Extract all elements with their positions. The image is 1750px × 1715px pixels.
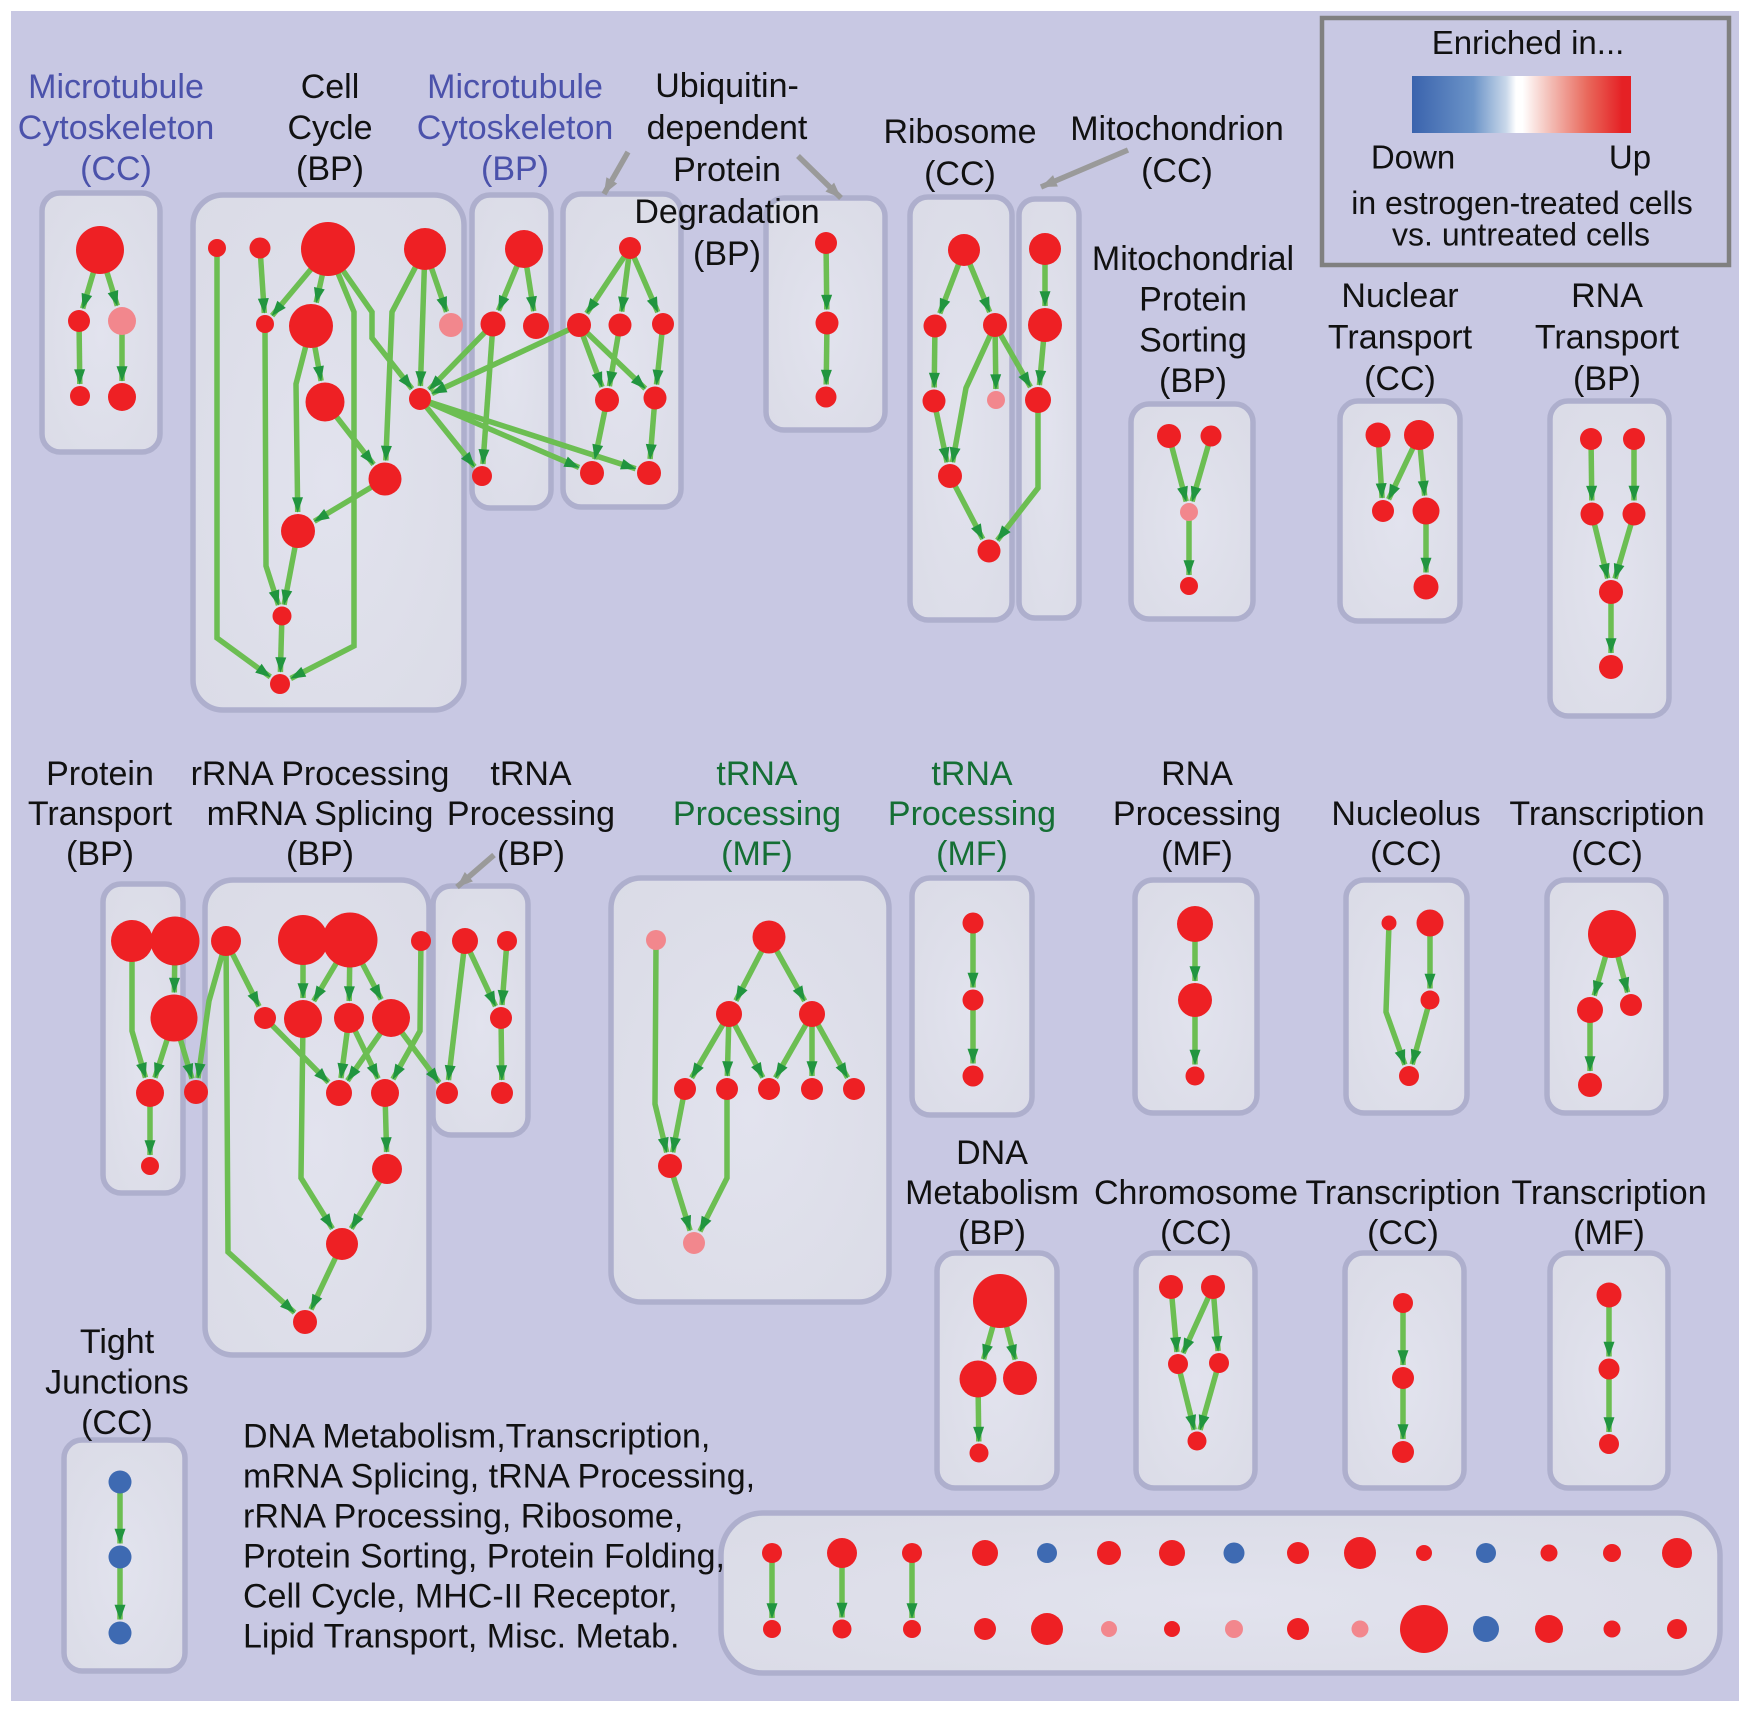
svg-text:Mitochondrial: Mitochondrial xyxy=(1092,240,1294,278)
svg-text:(CC): (CC) xyxy=(1571,835,1643,873)
svg-text:Protein: Protein xyxy=(673,151,781,189)
svg-text:(BP): (BP) xyxy=(481,150,549,188)
svg-text:Transcription: Transcription xyxy=(1509,795,1704,833)
svg-text:mRNA Splicing: mRNA Splicing xyxy=(207,795,434,833)
svg-text:vs. untreated cells: vs. untreated cells xyxy=(1392,217,1650,253)
svg-text:Cytoskeleton: Cytoskeleton xyxy=(417,109,614,147)
svg-text:RNA: RNA xyxy=(1571,277,1643,315)
svg-text:(CC): (CC) xyxy=(81,1404,153,1442)
svg-text:Microtubule: Microtubule xyxy=(427,68,603,106)
svg-text:(CC): (CC) xyxy=(1367,1214,1439,1252)
svg-text:Nuclear: Nuclear xyxy=(1341,277,1458,315)
svg-text:Transcription: Transcription xyxy=(1305,1174,1500,1212)
svg-text:Transport: Transport xyxy=(1328,319,1473,357)
svg-text:(MF): (MF) xyxy=(1161,835,1233,873)
svg-text:dependent: dependent xyxy=(647,109,808,147)
svg-text:Down: Down xyxy=(1371,139,1455,176)
svg-text:(CC): (CC) xyxy=(1160,1214,1232,1252)
svg-text:rRNA Processing: rRNA Processing xyxy=(191,755,450,793)
svg-text:(BP): (BP) xyxy=(1159,362,1227,400)
svg-text:mRNA Splicing, tRNA Processing: mRNA Splicing, tRNA Processing, xyxy=(243,1458,755,1496)
svg-text:Nucleolus: Nucleolus xyxy=(1331,795,1480,833)
svg-text:Metabolism: Metabolism xyxy=(905,1174,1079,1212)
svg-text:Protein Sorting, Protein Foldi: Protein Sorting, Protein Folding, xyxy=(243,1538,725,1576)
svg-text:Microtubule: Microtubule xyxy=(28,68,204,106)
svg-text:Ribosome: Ribosome xyxy=(883,113,1036,151)
svg-text:(BP): (BP) xyxy=(296,150,364,188)
svg-text:Processing: Processing xyxy=(1113,795,1281,833)
svg-text:rRNA Processing, Ribosome,: rRNA Processing, Ribosome, xyxy=(243,1498,683,1536)
svg-text:(BP): (BP) xyxy=(1573,360,1641,398)
svg-text:Lipid Transport, Misc. Metab.: Lipid Transport, Misc. Metab. xyxy=(243,1618,680,1656)
svg-text:Chromosome: Chromosome xyxy=(1094,1174,1298,1212)
svg-text:DNA Metabolism,Transcription,: DNA Metabolism,Transcription, xyxy=(243,1418,710,1456)
svg-text:(CC): (CC) xyxy=(1370,835,1442,873)
svg-text:Transport: Transport xyxy=(1535,319,1680,357)
svg-text:in estrogen-treated cells: in estrogen-treated cells xyxy=(1351,185,1693,221)
svg-text:(MF): (MF) xyxy=(721,835,793,873)
svg-text:Transport: Transport xyxy=(28,795,173,833)
svg-text:(MF): (MF) xyxy=(936,835,1008,873)
svg-text:tRNA: tRNA xyxy=(931,755,1013,793)
svg-text:Processing: Processing xyxy=(673,795,841,833)
svg-text:(CC): (CC) xyxy=(1364,360,1436,398)
svg-text:tRNA: tRNA xyxy=(490,755,572,793)
svg-text:Enriched in...: Enriched in... xyxy=(1432,24,1625,61)
svg-text:(BP): (BP) xyxy=(66,835,134,873)
svg-text:Cell: Cell xyxy=(301,68,360,106)
svg-text:(CC): (CC) xyxy=(80,150,152,188)
svg-text:tRNA: tRNA xyxy=(716,755,798,793)
svg-text:Mitochondrion: Mitochondrion xyxy=(1070,110,1284,148)
svg-text:(BP): (BP) xyxy=(958,1214,1026,1252)
svg-text:Degradation: Degradation xyxy=(634,193,819,231)
svg-text:Up: Up xyxy=(1609,139,1651,176)
svg-text:Processing: Processing xyxy=(888,795,1056,833)
svg-text:RNA: RNA xyxy=(1161,755,1233,793)
svg-text:Cycle: Cycle xyxy=(287,109,372,147)
svg-text:(BP): (BP) xyxy=(693,235,761,273)
svg-text:Transcription: Transcription xyxy=(1511,1174,1706,1212)
svg-text:(BP): (BP) xyxy=(286,835,354,873)
svg-text:Tight: Tight xyxy=(80,1323,155,1361)
svg-text:Protein: Protein xyxy=(46,755,154,793)
svg-text:Cytoskeleton: Cytoskeleton xyxy=(18,109,215,147)
svg-text:Cell Cycle, MHC-II Receptor,: Cell Cycle, MHC-II Receptor, xyxy=(243,1578,678,1616)
svg-text:DNA: DNA xyxy=(956,1134,1028,1172)
svg-text:Junctions: Junctions xyxy=(45,1364,189,1402)
svg-text:(CC): (CC) xyxy=(924,155,996,193)
svg-text:(CC): (CC) xyxy=(1141,152,1213,190)
svg-text:Processing: Processing xyxy=(447,795,615,833)
svg-text:Ubiquitin-: Ubiquitin- xyxy=(655,67,799,105)
svg-text:(MF): (MF) xyxy=(1573,1214,1645,1252)
svg-text:(BP): (BP) xyxy=(497,835,565,873)
svg-text:Protein: Protein xyxy=(1139,281,1247,319)
svg-text:Sorting: Sorting xyxy=(1139,321,1247,359)
